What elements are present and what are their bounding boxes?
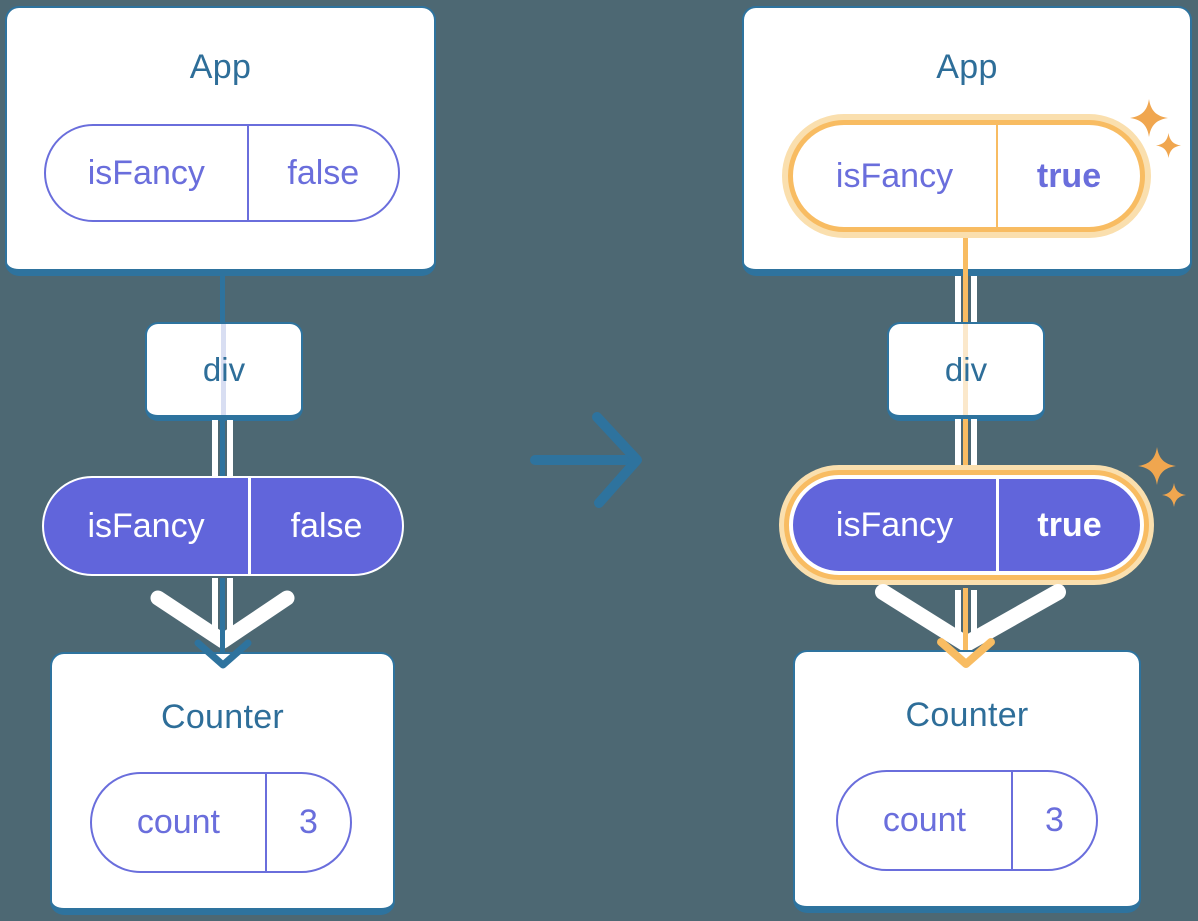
prop-name: isFancy <box>835 156 954 195</box>
prop-flow-line-white <box>227 420 233 478</box>
tree-edge <box>220 420 225 478</box>
prop-value: false <box>248 478 402 574</box>
app-prop-pill-highlighted: isFancy true <box>788 120 1145 232</box>
prop-value: true <box>995 125 1140 227</box>
prop-flow-line-orange <box>963 588 968 656</box>
prop-flow-line-white <box>955 276 961 324</box>
prop-flow-line-white <box>971 590 977 638</box>
counter-title: Counter <box>160 698 285 736</box>
state-value: 3 <box>264 774 350 871</box>
div-label: div <box>944 350 988 388</box>
transition-arrow-icon <box>530 412 642 508</box>
prop-flow-line-orange <box>963 235 968 278</box>
prop-flow-line-white <box>227 578 233 632</box>
app-prop-pill: isFancy false <box>44 124 400 222</box>
counter-title: Counter <box>905 696 1029 734</box>
prop-name: isFancy <box>87 506 205 545</box>
div-node: div <box>887 322 1045 421</box>
state-name: count <box>882 801 967 839</box>
flow-arrowhead-icon <box>194 639 252 669</box>
prop-flow-line-white <box>212 578 218 632</box>
prop-value: false <box>246 126 398 220</box>
flow-prop-pill: isFancy false <box>42 476 404 576</box>
state-value: 3 <box>1010 772 1096 869</box>
sparkle-icon <box>1130 99 1168 137</box>
sparkle-icon <box>1162 483 1186 507</box>
sparkle-icon <box>1156 133 1181 158</box>
prop-flow-line-white <box>955 590 961 638</box>
div-label: div <box>202 350 246 388</box>
prop-flow-line-white <box>212 420 218 478</box>
prop-pass-through-line <box>221 324 226 415</box>
sparkle-icon <box>1138 447 1176 485</box>
div-node: div <box>145 322 303 421</box>
tree-edge <box>220 274 225 324</box>
prop-flow-line-white <box>955 419 961 471</box>
prop-flow-line-orange <box>963 276 968 324</box>
prop-name: isFancy <box>835 505 954 544</box>
prop-name: isFancy <box>87 153 205 192</box>
tree-edge <box>220 578 225 656</box>
prop-pass-through-line <box>963 324 968 415</box>
prop-value: true <box>995 479 1140 571</box>
prop-flow-line-white <box>971 276 977 324</box>
state-name: count <box>136 803 221 841</box>
app-title: App <box>189 48 252 86</box>
prop-flow-line-orange <box>963 419 968 471</box>
flow-arrowhead-icon <box>937 638 995 668</box>
counter-state-pill: count 3 <box>836 770 1098 871</box>
flow-prop-pill-highlighted: isFancy true <box>789 475 1144 575</box>
app-title: App <box>936 48 998 86</box>
counter-state-pill: count 3 <box>90 772 352 873</box>
prop-flow-line-white <box>971 419 977 471</box>
